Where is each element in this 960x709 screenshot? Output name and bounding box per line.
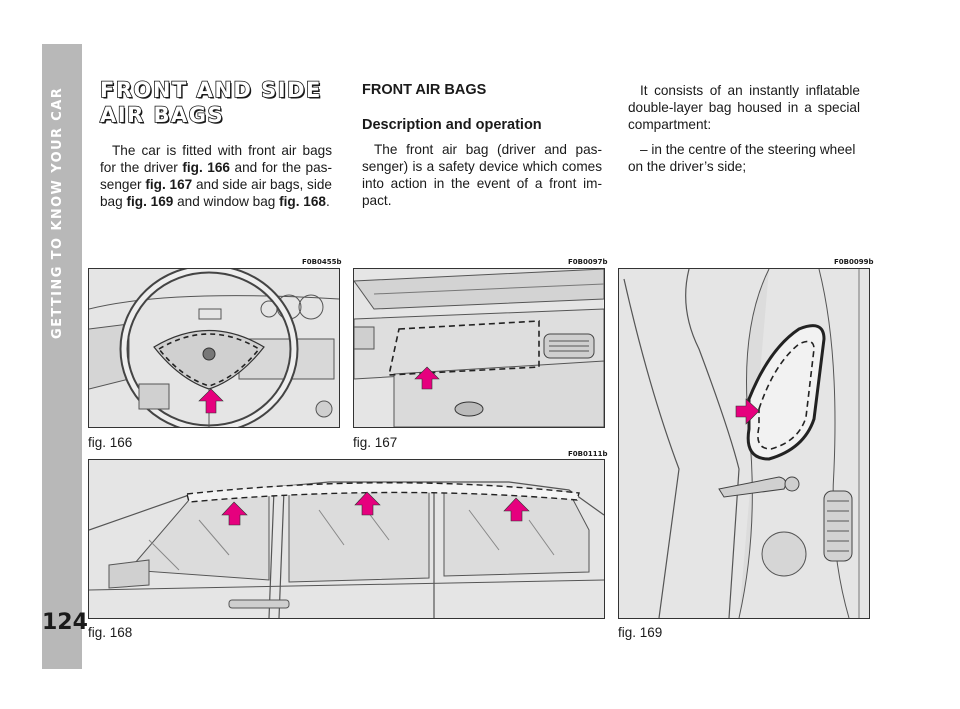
fig-ref-166: fig. 166 bbox=[182, 160, 230, 175]
fig-ref-169: fig. 169 bbox=[126, 194, 174, 209]
fig167-caption: fig. 167 bbox=[353, 435, 398, 450]
fig166-arrow bbox=[198, 388, 224, 414]
fig169-code: F0B0099b bbox=[834, 258, 874, 266]
fig168-arrow-3 bbox=[503, 497, 530, 522]
figure-167-dashboard bbox=[353, 268, 605, 428]
fig168-illustration bbox=[89, 460, 604, 618]
consists-paragraph: It consists of an instantly inflatable d… bbox=[628, 83, 860, 132]
fig166-illustration bbox=[89, 269, 339, 427]
fig167-illustration bbox=[354, 269, 604, 427]
subheading-description: Description and operation bbox=[362, 117, 542, 133]
fig168-code: F0B0111b bbox=[568, 450, 608, 458]
fig-ref-167: fig. 167 bbox=[145, 177, 193, 192]
figure-168-window-bag bbox=[88, 459, 605, 619]
fig169-illustration bbox=[619, 269, 869, 618]
fig-ref-168: fig. 168 bbox=[279, 194, 326, 209]
intro-text-1: The car is fitted with front air bags fo… bbox=[100, 143, 332, 175]
heading-line-1: FRONT AND SIDE bbox=[99, 77, 322, 103]
figure-166-steering-wheel bbox=[88, 268, 340, 428]
intro-text-4: and window bag bbox=[173, 194, 280, 209]
fig168-arrow-1 bbox=[221, 501, 248, 526]
intro-text-2: and for the pas-senger bbox=[100, 160, 332, 192]
fig167-arrow bbox=[414, 366, 440, 390]
steering-wheel-item: – in the centre of the steering wheel on… bbox=[628, 142, 856, 174]
page-number: 124 bbox=[42, 610, 88, 635]
fig166-caption: fig. 166 bbox=[88, 435, 133, 450]
fig167-code: F0B0097b bbox=[568, 258, 608, 266]
intro-paragraph: The car is fitted with front air bags fo… bbox=[100, 142, 332, 210]
fig168-arrow-2 bbox=[354, 491, 381, 516]
intro-text-5: . bbox=[325, 194, 330, 209]
fig169-caption: fig. 169 bbox=[618, 625, 663, 640]
heading-line-2: AIR BAGS bbox=[99, 102, 225, 128]
intro-text-3: and side air bags, side bag bbox=[100, 177, 332, 209]
section-title: GETTING TO KNOW YOUR CAR bbox=[50, 86, 65, 340]
fig168-caption: fig. 168 bbox=[88, 625, 133, 640]
section-heading-front-air-bags: FRONT AIR BAGS bbox=[362, 82, 487, 98]
fig166-code: F0B0455b bbox=[302, 258, 342, 266]
sidebar-band bbox=[42, 44, 82, 669]
page-heading: FRONT AND SIDE AIR BAGS bbox=[99, 77, 330, 128]
figure-169-side-bag bbox=[618, 268, 870, 619]
description-paragraph: The front air bag (driver and pas-senger… bbox=[362, 142, 602, 208]
fig169-arrow bbox=[735, 398, 760, 425]
